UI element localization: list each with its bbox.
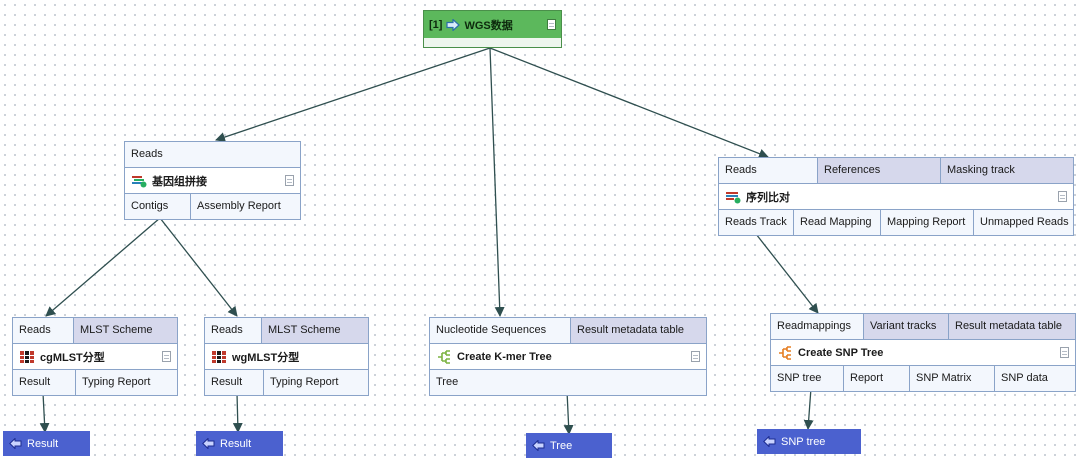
input-node-header: [1] WGS数据 (424, 11, 561, 38)
input-port-reads[interactable]: Reads (719, 158, 818, 183)
output-port-read-mapping[interactable]: Read Mapping (794, 210, 881, 235)
result-label: SNP tree (781, 435, 826, 448)
mlst-tool-icon (212, 350, 226, 363)
edge-kmer-to-result (563, 390, 574, 435)
output-port-reads-track[interactable]: Reads Track (719, 210, 794, 235)
input-port-reads[interactable]: Reads (205, 318, 262, 343)
kmer-tree-node[interactable]: Nucleotide Sequences Result metadata tab… (429, 317, 707, 396)
input-port-result-metadata-table[interactable]: Result metadata table (571, 318, 706, 343)
output-port-result[interactable]: Result (13, 370, 76, 395)
input-port-reads[interactable]: Reads (13, 318, 74, 343)
output-port-typing-report[interactable]: Typing Report (270, 376, 339, 388)
edge-mapping-to-snp (755, 233, 819, 314)
edge-assembly-to-cgmlst (45, 217, 161, 317)
arrow-right-icon (446, 18, 461, 31)
tree-tool-icon (438, 349, 450, 364)
input-port-readmappings[interactable]: Readmappings (771, 314, 864, 339)
document-icon[interactable] (162, 351, 171, 362)
input-node-label: WGS数据 (464, 19, 513, 32)
result-label: Result (27, 437, 59, 450)
mapping-node[interactable]: Reads References Masking track 序列比对 Read… (718, 157, 1074, 236)
wgmlst-title: wgMLST分型 (205, 343, 368, 370)
cgmlst-label: cgMLST分型 (40, 351, 105, 364)
mlst-tool-icon (20, 350, 34, 363)
tree-tool-icon (779, 345, 791, 360)
result-label: Result (220, 437, 252, 450)
input-port-references[interactable]: References (818, 158, 941, 183)
edge-input-to-kmer (489, 47, 505, 317)
input-node-prefix: [1] (429, 18, 443, 31)
mapping-tool-icon (726, 191, 741, 203)
result-output-snp-tree[interactable]: SNP tree (757, 429, 861, 454)
result-output-cgmlst[interactable]: Result (3, 431, 90, 456)
assembly-node[interactable]: Reads 基因组拼接 Contigs Assembly Report (124, 141, 301, 220)
edge-input-to-mapping (489, 47, 769, 159)
document-icon[interactable] (691, 351, 700, 362)
edge-cgmlst-to-result (39, 392, 50, 433)
input-port-masking-track[interactable]: Masking track (941, 158, 1073, 183)
document-icon[interactable] (285, 175, 294, 186)
input-port-reads[interactable]: Reads (131, 148, 163, 160)
snp-tree-node[interactable]: Readmappings Variant tracks Result metad… (770, 313, 1076, 392)
output-port-contigs[interactable]: Contigs (125, 194, 191, 219)
input-port-nucleotide-sequences[interactable]: Nucleotide Sequences (430, 318, 571, 343)
snp-title: Create SNP Tree (771, 339, 1075, 366)
mapping-input-ports: Reads References Masking track (719, 158, 1073, 183)
cgmlst-node[interactable]: Reads MLST Scheme cgMLST分型 Result Typing… (12, 317, 178, 396)
kmer-input-ports: Nucleotide Sequences Result metadata tab… (430, 318, 706, 343)
kmer-title: Create K-mer Tree (430, 343, 706, 370)
cgmlst-title: cgMLST分型 (13, 343, 177, 370)
edge-input-to-assembly (215, 47, 491, 142)
output-arrow-icon (9, 438, 22, 449)
document-icon[interactable] (547, 19, 556, 30)
input-node-wgs[interactable]: [1] WGS数据 (423, 10, 562, 48)
wgmlst-output-ports: Result Typing Report (205, 370, 368, 395)
assembly-tool-icon (132, 175, 147, 187)
output-port-snp-matrix[interactable]: SNP Matrix (910, 366, 995, 391)
input-port-mlst-scheme[interactable]: MLST Scheme (74, 318, 177, 343)
output-port-snp-data[interactable]: SNP data (1001, 372, 1048, 384)
snp-input-ports: Readmappings Variant tracks Result metad… (771, 314, 1075, 339)
input-port-mlst-scheme[interactable]: MLST Scheme (262, 318, 368, 343)
output-port-result[interactable]: Result (205, 370, 264, 395)
mapping-output-ports: Reads Track Read Mapping Mapping Report … (719, 210, 1073, 235)
wgmlst-label: wgMLST分型 (232, 351, 300, 364)
edge-assembly-to-wgmlst (159, 217, 238, 317)
edge-snp-to-result (803, 387, 814, 430)
output-arrow-icon (202, 438, 215, 449)
result-label: Tree (550, 439, 573, 452)
kmer-label: Create K-mer Tree (457, 350, 552, 363)
snp-output-ports: SNP tree Report SNP Matrix SNP data (771, 366, 1075, 391)
output-port-report[interactable]: Report (844, 366, 910, 391)
kmer-output-ports: Tree (430, 370, 706, 395)
output-port-assembly-report[interactable]: Assembly Report (197, 200, 281, 212)
output-port-mapping-report[interactable]: Mapping Report (881, 210, 974, 235)
output-arrow-icon (763, 436, 776, 447)
document-icon[interactable] (1058, 191, 1067, 202)
wgmlst-node[interactable]: Reads MLST Scheme wgMLST分型 Result Typing… (204, 317, 369, 396)
document-icon[interactable] (1060, 347, 1069, 358)
output-arrow-icon (532, 440, 545, 451)
assembly-output-ports: Contigs Assembly Report (125, 194, 300, 219)
assembly-label: 基因组拼接 (152, 175, 207, 188)
output-port-unmapped-reads[interactable]: Unmapped Reads (980, 216, 1069, 228)
output-port-snp-tree[interactable]: SNP tree (771, 366, 844, 391)
result-output-wgmlst[interactable]: Result (196, 431, 283, 456)
input-port-variant-tracks[interactable]: Variant tracks (864, 314, 949, 339)
assembly-input-ports: Reads (125, 142, 300, 167)
input-port-result-metadata-table[interactable]: Result metadata table (949, 314, 1075, 339)
mapping-title: 序列比对 (719, 183, 1073, 210)
cgmlst-input-ports: Reads MLST Scheme (13, 318, 177, 343)
result-output-kmer-tree[interactable]: Tree (526, 433, 612, 458)
output-port-tree[interactable]: Tree (436, 376, 459, 388)
cgmlst-output-ports: Result Typing Report (13, 370, 177, 395)
snp-label: Create SNP Tree (798, 346, 884, 359)
output-port-typing-report[interactable]: Typing Report (82, 376, 151, 388)
mapping-label: 序列比对 (746, 191, 790, 204)
edge-wgmlst-to-result (232, 392, 243, 433)
assembly-title: 基因组拼接 (125, 167, 300, 194)
wgmlst-input-ports: Reads MLST Scheme (205, 318, 368, 343)
